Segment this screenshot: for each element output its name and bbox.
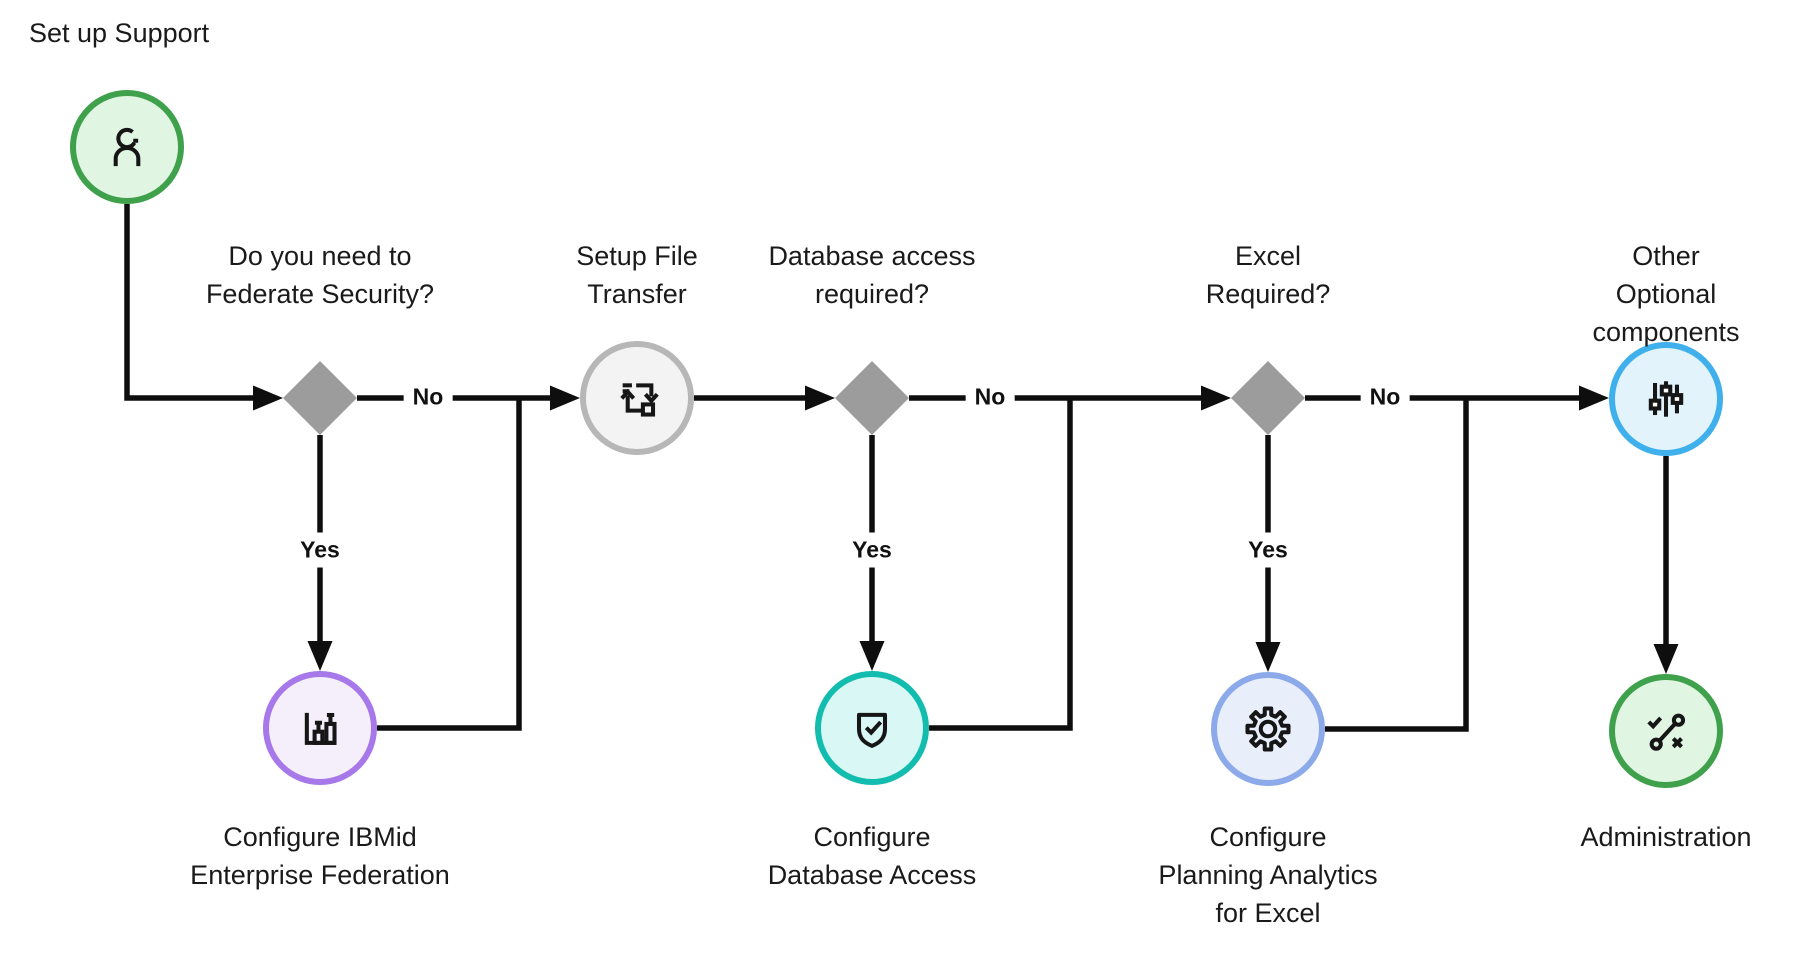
question-database-access: Database access required?: [768, 241, 976, 309]
branch-no-2: No: [965, 379, 1015, 415]
label-setup-file-transfer: Setup File Transfer: [576, 241, 698, 309]
shield-check-icon: [856, 712, 888, 748]
branch-yes-2: Yes: [843, 532, 901, 568]
start-node: [70, 90, 184, 204]
decision-diamond-database-access: [835, 361, 909, 435]
arrowhead: [1653, 644, 1679, 674]
edge-federation-rejoin: [377, 398, 522, 731]
configure-database-node: [815, 671, 929, 785]
arrowhead: [307, 641, 333, 671]
arrowhead: [253, 385, 283, 411]
data-transfer-icon: [620, 383, 659, 417]
branch-no-1: No: [403, 379, 453, 415]
branch-yes-1: Yes: [291, 532, 349, 568]
administration-node: [1609, 674, 1723, 788]
bar-chart-icon: [304, 712, 337, 745]
user-icon: [113, 127, 141, 167]
page-title: Set up Support: [29, 18, 210, 48]
other-optional-node: [1609, 342, 1723, 456]
arrowhead: [1579, 385, 1609, 411]
configure-federation-node: [263, 671, 377, 785]
arrowhead: [550, 385, 580, 411]
edge-start-to-decision1: [124, 204, 253, 401]
label-configure-database: Configure Database Access: [767, 822, 977, 890]
arrowhead: [1255, 642, 1281, 672]
label-configure-pax: Configure Planning Analytics for Excel: [1158, 822, 1378, 928]
decision-diamond-federate-security: [283, 361, 357, 435]
strategy-icon: [1647, 713, 1686, 751]
question-excel-required: Excel Required?: [1205, 241, 1331, 309]
arrowhead: [859, 641, 885, 671]
branch-yes-3: Yes: [1239, 532, 1297, 568]
arrowhead: [805, 385, 835, 411]
arrowhead: [1201, 385, 1231, 411]
decision-diamond-excel-required: [1231, 361, 1305, 435]
label-configure-federation: Configure IBMid Enterprise Federation: [190, 822, 450, 890]
connector-lines: [124, 204, 1669, 732]
setup-file-transfer-node: [580, 341, 694, 455]
question-federate-security: Do you need to Federate Security?: [205, 241, 435, 309]
branch-no-3: No: [1360, 379, 1410, 415]
configure-pax-node: [1211, 672, 1325, 786]
edge-database-rejoin: [929, 398, 1073, 731]
arrowheads: [253, 385, 1679, 674]
decision-diamonds: [283, 361, 1305, 435]
sliders-icon: [1648, 381, 1684, 417]
label-administration: Administration: [1580, 822, 1752, 852]
edge-pax-rejoin: [1325, 398, 1469, 732]
label-other-optional-components: Other Optional components: [1592, 241, 1740, 347]
gear-icon: [1245, 706, 1291, 752]
